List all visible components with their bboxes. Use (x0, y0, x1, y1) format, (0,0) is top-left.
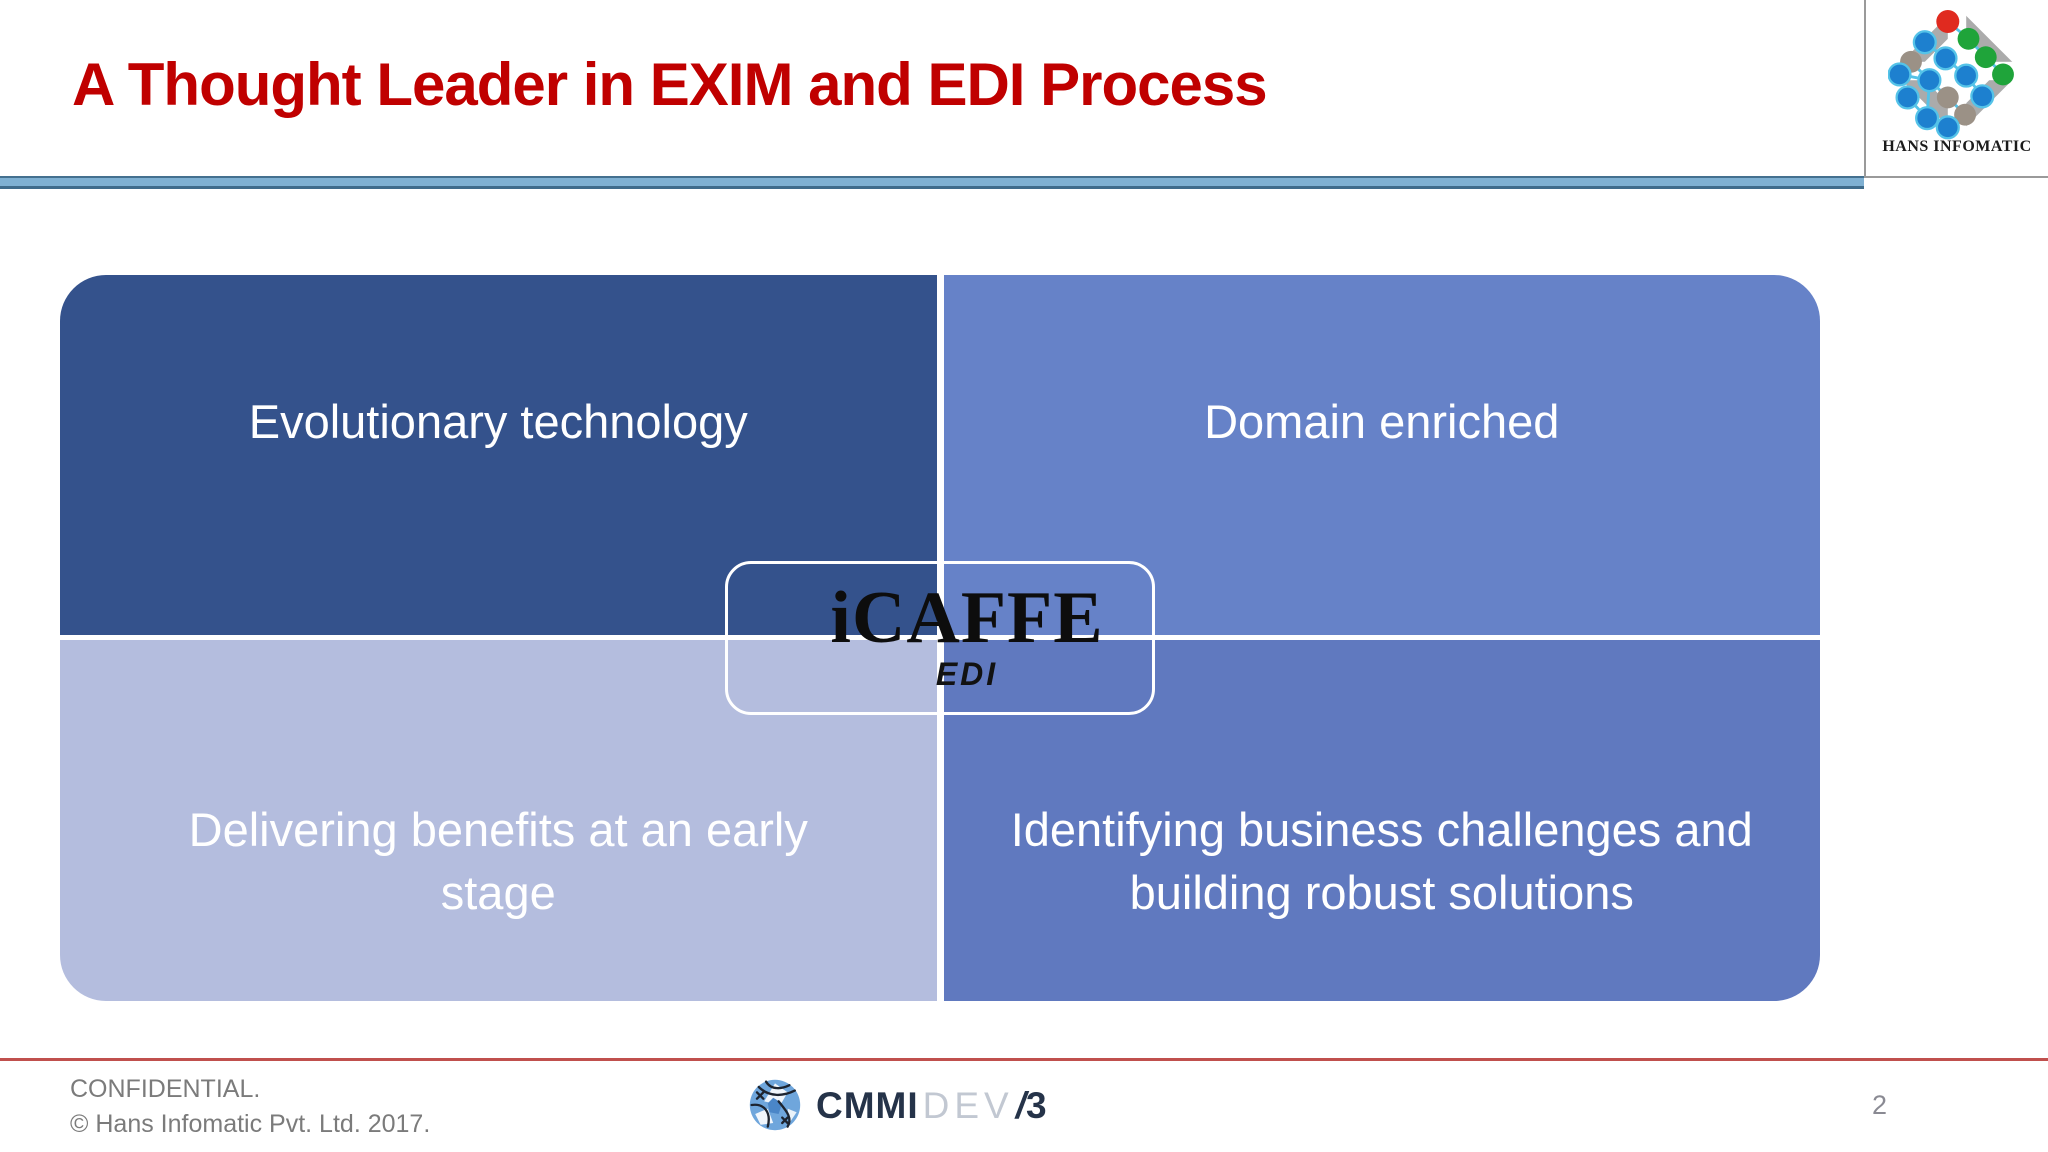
cmmi-slash-text: / (1015, 1084, 1027, 1126)
hans-infomatic-logo-text: HANS INFOMATIC (1882, 138, 2032, 155)
quadrant-top-right: Domain enriched (943, 275, 1820, 635)
quadrant-label: Evolutionary technology (248, 395, 748, 448)
footer-confidential-block: CONFIDENTIAL. © Hans Infomatic Pvt. Ltd.… (70, 1072, 430, 1141)
icaffe-brand-text: iCAFFE (830, 577, 1104, 660)
confidential-label: CONFIDENTIAL. (70, 1075, 261, 1103)
cmmi-dev-text: DEV (922, 1084, 1014, 1126)
quadrant-bottom-right: Identifying business challenges and buil… (943, 640, 1820, 1001)
quadrant-top-left: Evolutionary technology (60, 275, 937, 635)
cmmi-globe-icon (749, 1079, 801, 1131)
quadrant-label: Delivering benefits at an early stage (188, 803, 808, 920)
page-number: 2 (1872, 1090, 1888, 1120)
cmmi-logo: CMMI DEV / 3 (748, 1078, 1047, 1132)
quadrant-diagram: Evolutionary technology Domain enriched … (60, 275, 1820, 1001)
copyright-label: © Hans Infomatic Pvt. Ltd. 2017. (70, 1109, 431, 1138)
hans-infomatic-icon (1888, 2, 2026, 140)
header-divider-rule (0, 176, 1864, 189)
icaffe-edi-text: EDI (935, 655, 999, 692)
icaffe-badge: iCAFFE EDI (725, 561, 1155, 715)
quadrant-label: Domain enriched (1204, 395, 1560, 448)
hans-infomatic-logo: HANS INFOMATIC (1864, 0, 2048, 178)
cmmi-brand-text: CMMI (816, 1084, 919, 1126)
cmmi-level-text: 3 (1026, 1084, 1047, 1126)
footer-divider-rule (0, 1058, 2048, 1061)
page-title: A Thought Leader in EXIM and EDI Process (72, 51, 1268, 118)
quadrant-bottom-left: Delivering benefits at an early stage (60, 640, 937, 1001)
quadrant-label: Identifying business challenges and buil… (1010, 803, 1753, 920)
